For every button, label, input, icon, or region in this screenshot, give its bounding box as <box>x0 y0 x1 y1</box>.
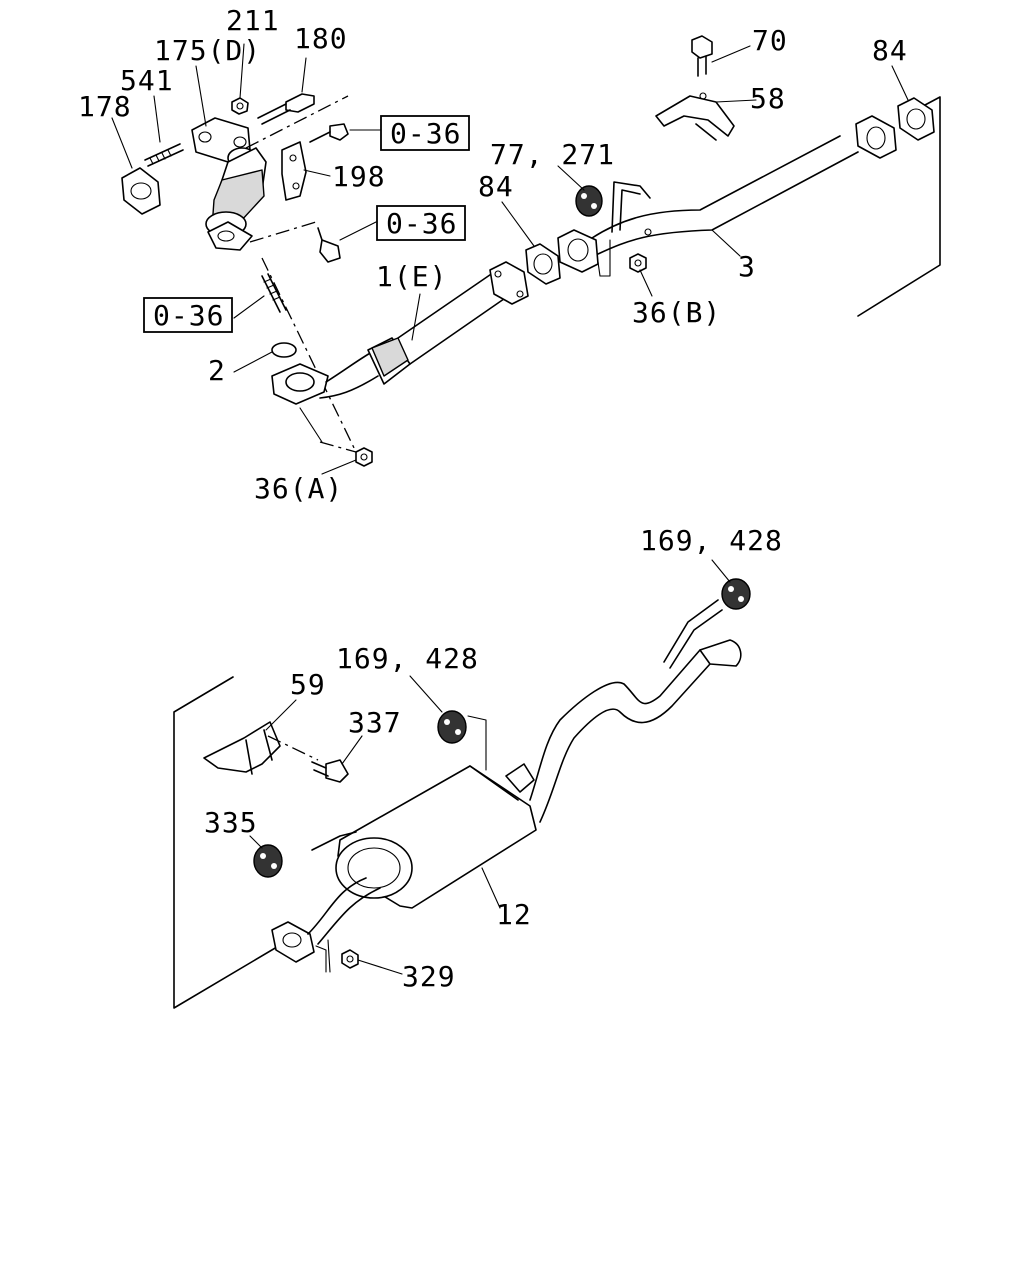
heat-shield-198 <box>281 141 307 201</box>
upper-frame-outline <box>857 96 941 317</box>
label-180: 180 <box>294 22 348 55</box>
bolt-180 <box>257 93 315 125</box>
inlet-pipe <box>271 877 381 973</box>
ref-box-2-text: 0-36 <box>386 207 457 240</box>
label-36b: 36(B) <box>632 296 721 329</box>
label-335: 335 <box>204 806 258 839</box>
bolt-lower-ref <box>317 227 341 263</box>
label-70: 70 <box>752 24 788 57</box>
muffler-12 <box>311 765 537 909</box>
catalytic-converter-175 <box>191 117 267 251</box>
label-541: 541 <box>120 64 174 97</box>
label-2: 2 <box>208 354 226 387</box>
label-84-right: 84 <box>872 34 908 67</box>
ring-gasket-2 <box>271 342 297 358</box>
bolt-337 <box>311 759 349 783</box>
label-59: 59 <box>290 668 326 701</box>
label-3: 3 <box>738 250 756 283</box>
bracket-59 <box>203 721 319 775</box>
ref-box-2[interactable]: 0-36 <box>376 205 466 241</box>
nut-36b <box>597 239 647 277</box>
label-77-271: 77, 271 <box>490 138 615 171</box>
centerline-c <box>261 257 357 453</box>
label-211: 211 <box>226 4 280 37</box>
label-329: 329 <box>402 960 456 993</box>
label-169-428-top: 169, 428 <box>640 524 783 557</box>
label-337: 337 <box>348 706 402 739</box>
label-1e: 1(E) <box>376 260 447 293</box>
ref-box-3-text: 0-36 <box>153 299 224 332</box>
center-pipe-3 <box>557 115 897 273</box>
front-pipe-1 <box>271 261 529 405</box>
bolt-70 <box>691 35 713 77</box>
rubber-hanger-77 <box>575 185 603 217</box>
rubber-hanger-169-mid <box>437 710 487 771</box>
nut-329 <box>341 949 359 969</box>
label-36a: 36(A) <box>254 472 343 505</box>
rubber-hanger-169-top <box>721 578 751 610</box>
lower-frame-outline <box>173 676 283 1009</box>
label-175: 175(D) <box>154 34 261 67</box>
centerline-d <box>319 441 357 453</box>
stud-541 <box>144 143 184 167</box>
bracket-line <box>299 407 323 443</box>
bracket-58 <box>655 92 735 141</box>
label-198: 198 <box>332 160 386 193</box>
rubber-hanger-335 <box>253 844 283 878</box>
label-84-mid: 84 <box>478 170 514 203</box>
ref-box-1[interactable]: 0-36 <box>380 115 470 151</box>
label-12: 12 <box>496 898 532 931</box>
tailpipe <box>505 599 742 823</box>
bolt-upper-ref <box>309 123 349 143</box>
label-178: 178 <box>78 90 132 123</box>
label-58: 58 <box>750 82 786 115</box>
nut-211 <box>231 97 249 115</box>
gasket-84-right <box>897 97 935 141</box>
gasket-178 <box>121 167 161 215</box>
label-169-428-mid: 169, 428 <box>336 642 479 675</box>
centerline-b <box>249 221 317 243</box>
ref-box-3[interactable]: 0-36 <box>143 297 233 333</box>
gasket-84-mid <box>525 243 561 285</box>
centerline-a <box>245 95 349 149</box>
stud-spring <box>261 273 287 313</box>
ref-box-1-text: 0-36 <box>390 117 461 150</box>
nut-36a <box>355 447 373 467</box>
leader-lines <box>111 43 909 975</box>
